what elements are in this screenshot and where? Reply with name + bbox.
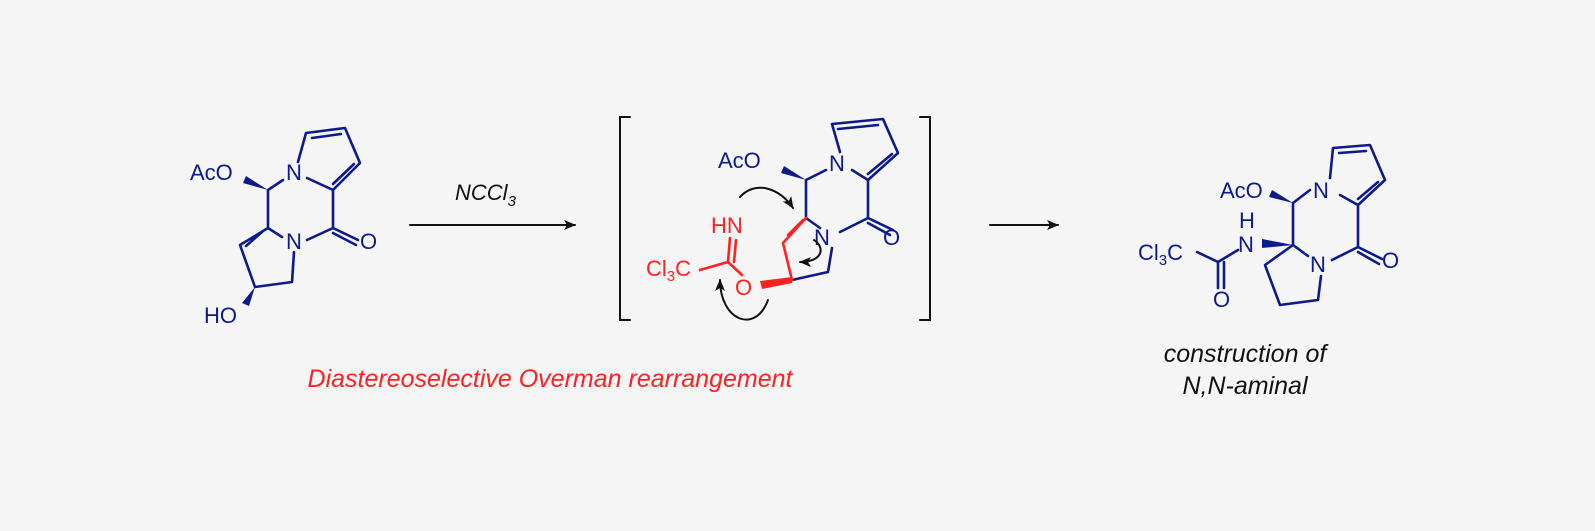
o-label: O — [735, 275, 752, 300]
product: AcO N N O H N O Cl3C — [1138, 143, 1399, 312]
intermediate: AcO N N O O HN Cl3C — [646, 117, 900, 321]
n-label: N — [1238, 232, 1254, 257]
hn-label: HN — [711, 213, 743, 238]
curved-arrow — [739, 186, 794, 209]
n-label: N — [1310, 252, 1326, 277]
n-label: N — [286, 160, 302, 185]
o-label: O — [1213, 287, 1230, 312]
right-bracket — [919, 116, 931, 321]
o-label: O — [883, 225, 900, 250]
left-bracket — [619, 116, 631, 321]
n-label: N — [286, 229, 302, 254]
curved-arrow — [715, 279, 769, 321]
rearrangement-caption: Diastereoselective Overman rearrangement — [308, 365, 794, 393]
aco-label: AcO — [190, 160, 233, 185]
aco-label: AcO — [718, 148, 761, 173]
n-label: N — [1313, 178, 1329, 203]
o-label: O — [360, 229, 377, 254]
curved-arrow — [799, 239, 822, 267]
product-caption-line1: construction of — [1164, 340, 1330, 368]
trichloromethyl-label: Cl3C — [1138, 240, 1183, 269]
n-label: N — [814, 225, 830, 250]
aco-label: AcO — [1220, 178, 1263, 203]
trichloromethyl-label: Cl3C — [646, 256, 691, 285]
product-caption-line2: N,N-aminal — [1182, 372, 1308, 400]
reagent-label: NCCl3 — [455, 180, 517, 210]
o-label: O — [1382, 248, 1399, 273]
n-label: N — [829, 151, 845, 176]
starting-material: AcO N N O HO — [190, 126, 377, 328]
h-label: H — [1239, 208, 1255, 233]
ho-label: HO — [204, 303, 237, 328]
